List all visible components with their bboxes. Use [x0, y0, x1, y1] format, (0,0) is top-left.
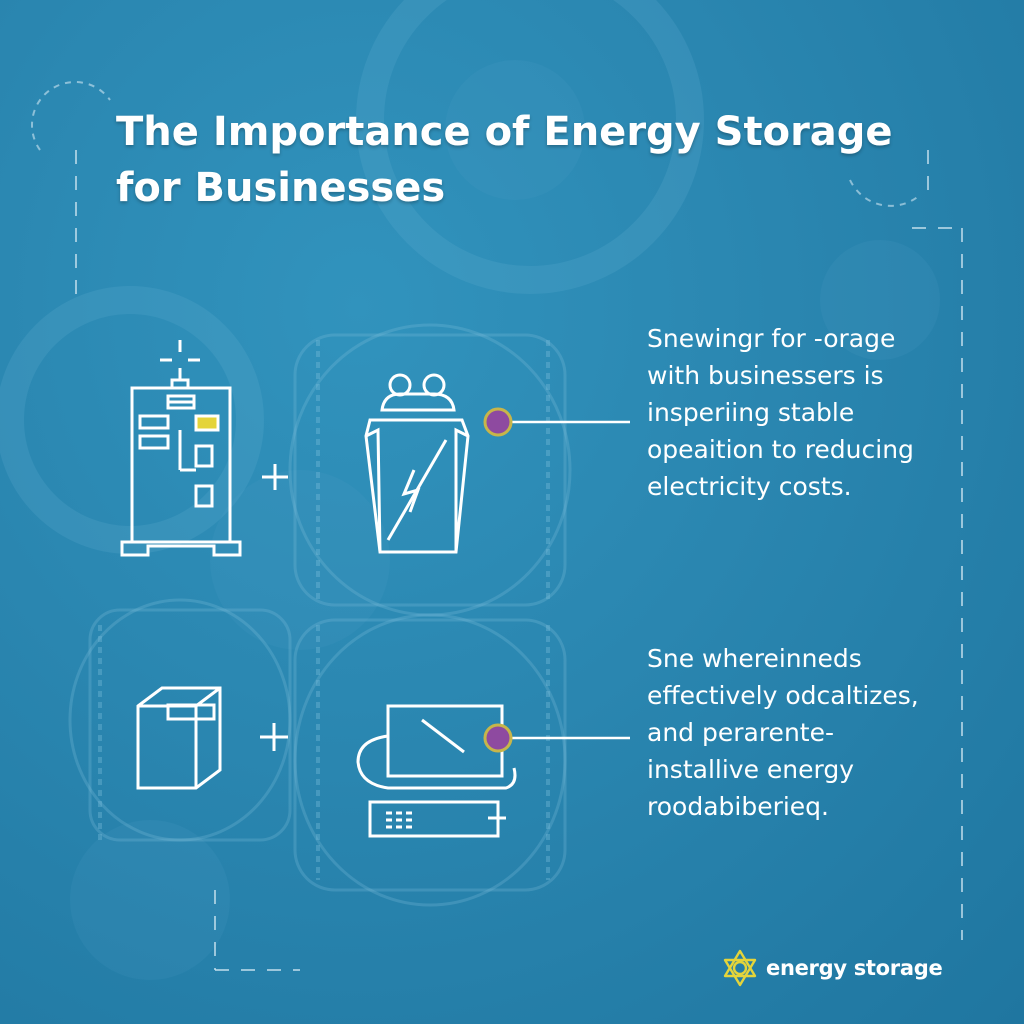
callout-bottom: Sne whereinneds effectively odcaltizes, … — [647, 640, 967, 825]
title-line-2: for Businesses — [116, 165, 446, 211]
callout-top-line: Snewingr for -orage — [647, 324, 896, 353]
plus-icon-2 — [260, 723, 288, 751]
building-battery-icon — [120, 340, 242, 557]
storage-box-icon — [136, 686, 222, 790]
callout-top-line: electricity costs. — [647, 472, 852, 501]
callout-top: Snewingr for -orage with businessers is … — [647, 320, 967, 505]
battery-cell-icon — [364, 373, 470, 554]
callout-top-line: opeaition to reducing — [647, 435, 914, 464]
brand-logo: energy storage — [720, 948, 943, 988]
computer-monitor-icon — [356, 704, 517, 838]
callout-top-line: with businessers is — [647, 361, 884, 390]
title-line-1: The Importance of Energy Storage — [116, 109, 893, 155]
callout-top-line: insperiing stable — [647, 398, 855, 427]
hexagram-sun-logo-icon — [723, 949, 757, 987]
page-title: The Importance of Energy Storage for Bus… — [116, 104, 916, 216]
dot-marker-icon-2 — [483, 723, 513, 753]
callout-bottom-line: roodabiberieq. — [647, 792, 829, 821]
plus-icon — [262, 464, 288, 490]
callout-bottom-line: installive energy — [647, 755, 855, 784]
dot-marker-icon — [483, 407, 513, 437]
callout-bottom-line: Sne whereinneds — [647, 644, 862, 673]
connector-2 — [483, 723, 630, 753]
brand-label: energy storage — [766, 956, 943, 980]
callout-bottom-line: and perarente- — [647, 718, 834, 747]
connector-1 — [483, 407, 630, 437]
callout-bottom-line: effectively odcaltizes, — [647, 681, 919, 710]
